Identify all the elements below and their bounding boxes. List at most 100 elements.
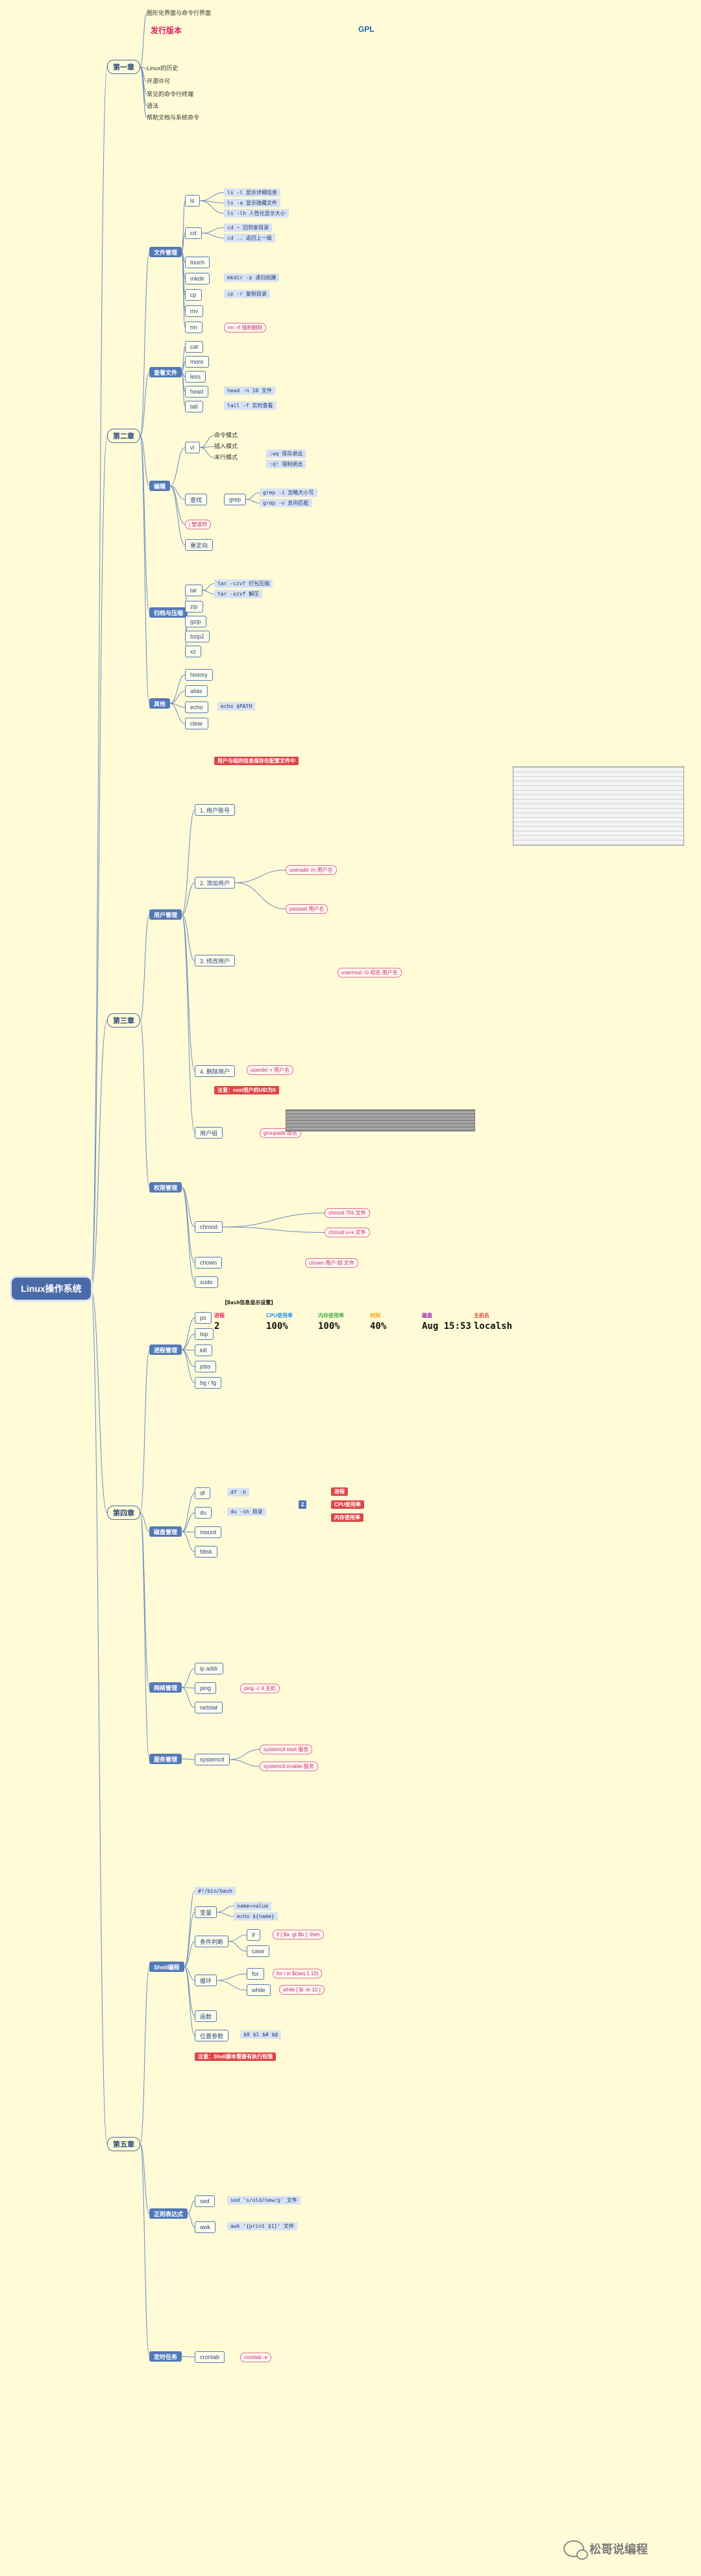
root-node[interactable]: Linux操作系统 [12,1278,91,1300]
c2-ls[interactable]: ls [185,195,200,207]
link-c2-cd-c2-code-cd-up [201,233,225,238]
link-c5-shell-c5-args [184,1966,195,2036]
link-c2-other-c2-clear [169,703,186,724]
c5-cron[interactable]: 定时任务 [149,2351,182,2362]
c2-touch[interactable]: touch [185,257,210,268]
c2-cd[interactable]: cd [185,227,202,239]
c5-cond[interactable]: 条件判断 [195,1936,229,1947]
c2-vi-ins: 插入模式 [214,443,238,449]
c3-u2[interactable]: 2. 添加用户 [195,877,236,889]
c2-cp[interactable]: cp [185,289,202,301]
c2-xz[interactable]: xz [185,646,201,657]
link-c4-proc-c4-ps [181,1317,195,1350]
c5-case[interactable]: case [247,1945,270,1957]
c5-awk[interactable]: awk [195,2221,216,2233]
link-chapter-4-c4-disk [140,1512,150,1532]
link-c2-vi-c2-vi-last [199,447,215,458]
c4-code-sys-start: systemctl start 服务 [260,1745,313,1754]
c2-gzip[interactable]: gzip [185,616,206,627]
c3-u4[interactable]: 4. 删除用户 [195,1065,236,1077]
banner-header-2: 内存使用率 [318,1313,344,1319]
c2-clear[interactable]: clear [185,718,208,729]
c4-top[interactable]: top [195,1328,214,1340]
c2-find[interactable]: 查找 [185,494,208,505]
c2-view[interactable]: 查看文件 [149,367,182,377]
c2-history[interactable]: history [185,669,213,681]
c2-cat[interactable]: cat [185,341,204,353]
c2-bzip2[interactable]: bzip2 [185,631,210,642]
c2-tail[interactable]: tail [185,401,203,412]
c4-ps[interactable]: ps [195,1312,212,1324]
c5-loop[interactable]: 循环 [195,1975,217,1986]
c5-sed[interactable]: sed [195,2195,215,2207]
c4-net[interactable]: 网络管理 [149,1682,182,1693]
c2-vi[interactable]: vi [185,442,200,453]
c4-ip[interactable]: ip addr [195,1663,223,1674]
c2-edit[interactable]: 编辑 [149,481,171,491]
c2-code-cd-home: cd ~ 回到家目录 [224,223,273,232]
c4-netstat[interactable]: netstat [195,1702,223,1713]
c4-bg[interactable]: bg / fg [195,1377,222,1389]
chapter-4[interactable]: 第四章 [107,1506,140,1520]
c2-other[interactable]: 其他 [149,698,171,709]
c5-shell[interactable]: Shell编程 [149,1962,184,1972]
c3-group[interactable]: 用户组 [195,1127,223,1139]
c2-alias[interactable]: alias [185,685,208,697]
c2-mv[interactable]: mv [185,305,203,317]
c4-kill[interactable]: kill [195,1345,212,1356]
c4-proc[interactable]: 进程管理 [149,1345,182,1355]
c2-rm[interactable]: rm [185,322,203,333]
c4-ping[interactable]: ping [195,1682,217,1694]
link-c5-loop-c5-for [216,1973,247,1981]
c3-user[interactable]: 用户管理 [149,909,182,920]
c3-u1[interactable]: 1. 用户账号 [195,804,236,816]
link-root-chapter-2 [90,435,108,1289]
chapter-1[interactable]: 第一章 [107,60,140,74]
c5-warning: 注意：Shell脚本需要有执行权限 [195,2052,277,2061]
c2-zip[interactable]: zip [185,601,203,612]
c3-code-chmod-sym: chmod u+x 文件 [325,1228,370,1237]
c5-code-for: for i in $(seq 1 10) [273,1969,323,1978]
c4-fdisk[interactable]: fdisk [195,1546,217,1558]
c5-args[interactable]: 位置参数 [195,2030,229,2041]
c3-sudo[interactable]: sudo [195,1276,218,1288]
link-chapter-1-c1-item-a [140,13,147,68]
c2-mkdir[interactable]: mkdir [185,273,210,284]
c2-head[interactable]: head [185,386,209,398]
link-c2-grep-c2-code-grep-v [245,499,260,503]
c3-chmod[interactable]: chmod [195,1221,223,1233]
c5-if[interactable]: if [247,1929,260,1941]
c4-mount[interactable]: mount [195,1526,222,1538]
c2-grep[interactable]: grep [224,494,247,505]
link-chapter-3-c3-perm [140,1020,150,1188]
c3-chown[interactable]: chown [195,1257,223,1269]
c5-regex[interactable]: 正则表达式 [149,2208,188,2219]
c2-echo[interactable]: echo [185,701,208,713]
c4-disk[interactable]: 磁盘管理 [149,1526,182,1537]
c4-jobs[interactable]: jobs [195,1361,216,1372]
c5-var[interactable]: 变量 [195,1906,217,1918]
c5-func[interactable]: 函数 [195,2010,217,2022]
link-chapter-2-c2-edit [140,435,150,486]
c5-crontab[interactable]: crontab [195,2351,225,2363]
chapter-2[interactable]: 第二章 [107,429,140,443]
c4-du[interactable]: du [195,1507,212,1519]
link-c5-shell-c5-cond [184,1941,195,1967]
c3-u3[interactable]: 3. 修改用户 [195,955,236,966]
c2-less[interactable]: less [185,371,206,383]
c3-perm[interactable]: 权限管理 [149,1182,182,1193]
c5-for[interactable]: for [247,1968,264,1980]
c2-redir[interactable]: 重定向 [185,539,214,551]
c5-while[interactable]: while [247,1984,271,1996]
c2-file-mgmt[interactable]: 文件管理 [149,247,182,257]
banner-header-5: 主机名 [474,1313,489,1319]
c2-tar[interactable]: tar [185,585,203,596]
c2-more[interactable]: more [185,356,209,368]
link-c2-other-c2-history [169,674,186,704]
chapter-3[interactable]: 第三章 [107,1013,140,1028]
chapter-5[interactable]: 第五章 [107,2137,140,2151]
c2-archive[interactable]: 归档与压缩 [149,607,188,618]
c4-svc[interactable]: 服务管理 [149,1754,182,1764]
c4-systemctl[interactable]: systemctl [195,1754,230,1765]
c4-df[interactable]: df [195,1487,210,1499]
